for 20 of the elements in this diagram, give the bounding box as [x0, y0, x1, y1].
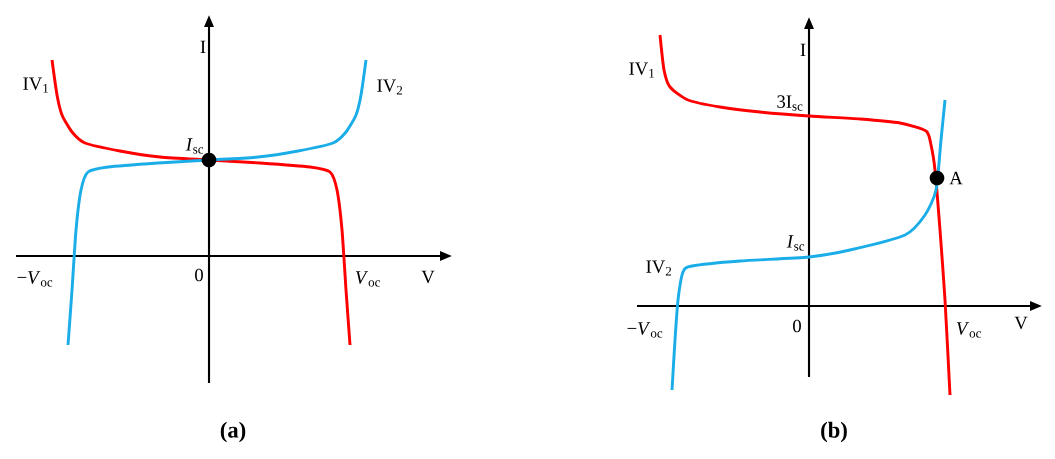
point-label: I$_{sc}$ [185, 138, 204, 154]
axis-label: I [800, 43, 806, 57]
axis-label: 0 [793, 319, 801, 333]
axis-label: −V$_{oc}$ [627, 322, 663, 338]
curve-label: IV$_{1}$ [629, 62, 654, 78]
panel-label: (a) [220, 421, 246, 443]
axis-label: V$_{oc}$ [355, 271, 381, 287]
axis-label: V [1014, 316, 1028, 330]
curve-label: IV$_{2}$ [377, 79, 403, 95]
axis-label: V$_{oc}$ [956, 322, 982, 338]
curve-label: IV$_{1}$ [23, 77, 48, 93]
point-label: 3I$_{sc}$ [777, 95, 803, 111]
axis-label: −V$_{oc}$ [17, 271, 53, 287]
panel-label: (b) [821, 421, 847, 443]
point-label: A [949, 171, 963, 185]
curve-label: IV$_{2}$ [646, 260, 672, 276]
axis-label: V [421, 270, 435, 284]
axis-label: I [200, 40, 206, 54]
axis-label: 0 [195, 268, 203, 282]
point-label: I$_{sc}$ [786, 235, 805, 251]
